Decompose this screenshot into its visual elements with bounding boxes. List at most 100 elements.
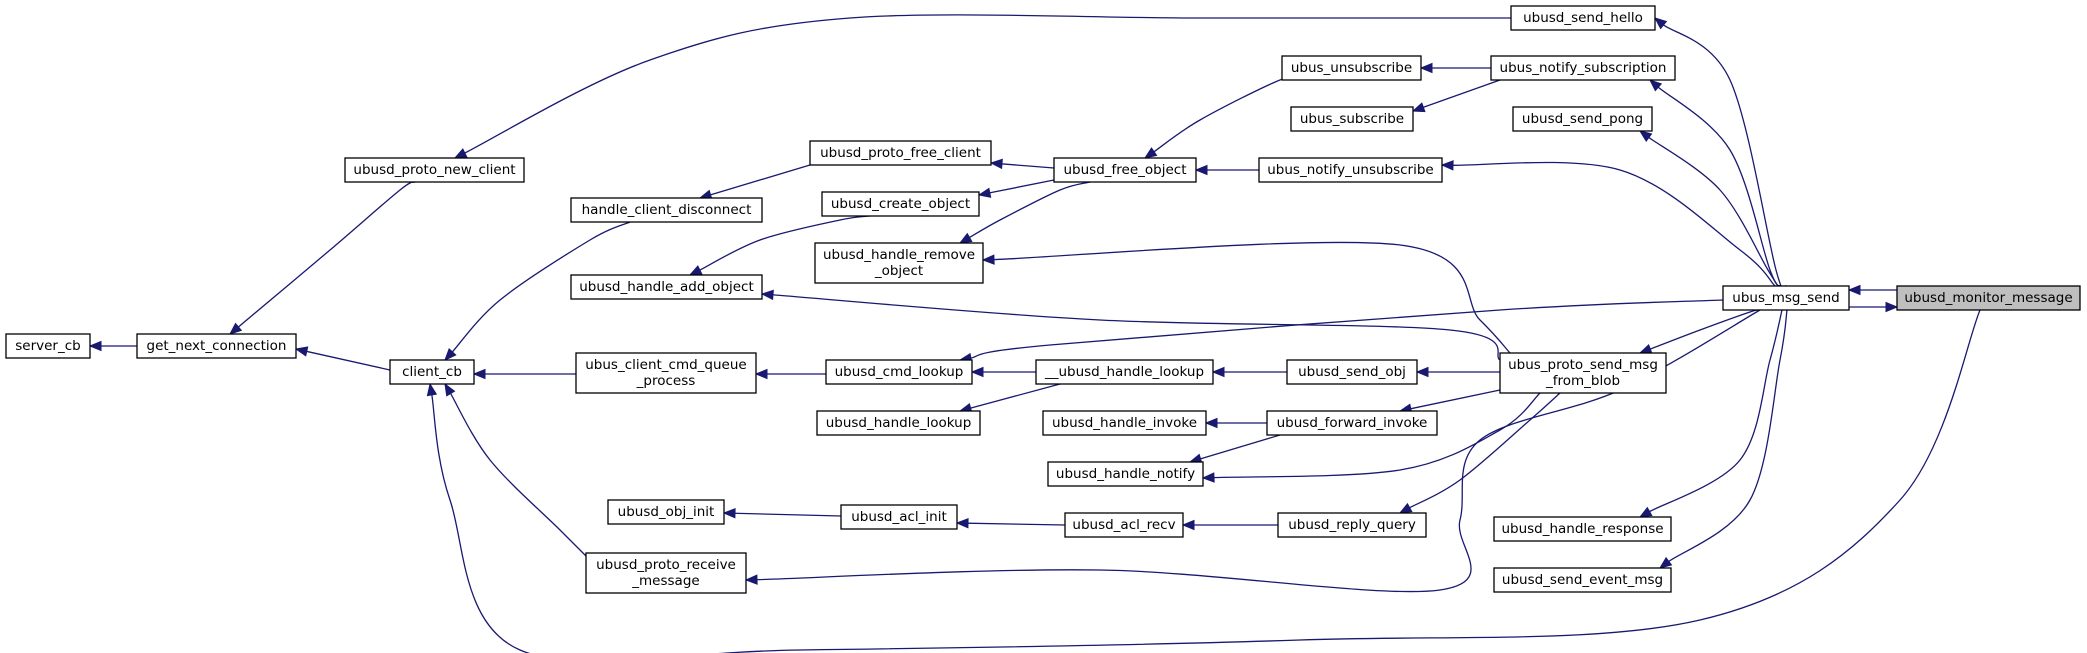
arrow-head-icon: [1411, 102, 1426, 113]
node-label: ubusd_proto_new_client: [353, 162, 515, 178]
node-ubusd_monitor_message[interactable]: ubusd_monitor_message: [1896, 285, 2081, 311]
node-ubusd_proto_free_client[interactable]: ubusd_proto_free_client: [809, 140, 992, 166]
edge-line: [237, 181, 416, 329]
node-ubus_unsubscribe[interactable]: ubus_unsubscribe: [1281, 55, 1422, 81]
node-ubusd_free_object[interactable]: ubusd_free_object: [1053, 157, 1197, 183]
arrow-head-icon: [426, 382, 438, 397]
arrow-head-icon: [444, 382, 456, 397]
node-label: server_cb: [15, 338, 80, 354]
node-ubusd_handle_response[interactable]: ubusd_handle_response: [1493, 516, 1672, 542]
node-box: [1499, 352, 1667, 394]
node-label: ubus_client_cmd_queue: [585, 357, 746, 373]
node-ubusd_proto_receive_message[interactable]: ubusd_proto_receive_message: [585, 552, 747, 594]
edge-line: [1667, 309, 1788, 563]
node-__ubusd_handle_lookup[interactable]: __ubusd_handle_lookup: [1035, 359, 1214, 385]
node-ubusd_send_obj[interactable]: ubusd_send_obj: [1286, 359, 1418, 385]
edge-ubusd_handle_add_object-to-ubus_proto_send_msg_from_blob: [760, 289, 1501, 361]
node-ubusd_acl_recv[interactable]: ubusd_acl_recv: [1064, 512, 1184, 538]
node-ubus_client_cmd_queue_process[interactable]: ubus_client_cmd_queue_process: [575, 352, 757, 394]
node-box: [1064, 512, 1184, 538]
edge-handle_client_disconnect-to-ubusd_proto_free_client: [698, 164, 811, 200]
edge-ubusd_free_object-to-ubus_notify_unsubscribe: [1194, 164, 1259, 176]
node-ubusd_handle_notify[interactable]: ubusd_handle_notify: [1047, 461, 1204, 487]
node-ubusd_handle_add_object[interactable]: ubusd_handle_add_object: [570, 274, 763, 300]
node-ubusd_cmd_lookup[interactable]: ubusd_cmd_lookup: [825, 359, 973, 385]
arrow-head-icon: [977, 187, 992, 198]
node-ubusd_send_hello[interactable]: ubusd_send_hello: [1510, 5, 1656, 31]
node-box: [5, 333, 91, 359]
node-label: _from_blob: [1545, 373, 1620, 389]
node-get_next_connection[interactable]: get_next_connection: [136, 333, 297, 359]
node-layer: ubusd_monitor_message ubus_msg_send ubusd_…: [5, 5, 2081, 594]
node-ubusd_proto_new_client[interactable]: ubusd_proto_new_client: [344, 157, 525, 183]
edge-line: [988, 179, 1055, 194]
edge-ubus_subscribe-to-ubus_notify_subscription: [1411, 79, 1501, 113]
arrow-head-icon: [444, 347, 457, 361]
node-box: [809, 140, 992, 166]
edge-ubusd_proto_new_client-to-ubusd_send_hello: [453, 14, 1511, 159]
edge-line: [431, 309, 1981, 653]
node-box: [607, 499, 725, 525]
node-ubusd_handle_lookup[interactable]: ubusd_handle_lookup: [816, 410, 981, 436]
node-box: [821, 191, 980, 217]
node-box: [1286, 359, 1418, 385]
node-label: ubusd_handle_invoke: [1052, 415, 1197, 431]
edge-line: [1212, 392, 1541, 479]
node-ubusd_send_pong[interactable]: ubusd_send_pong: [1512, 106, 1653, 132]
edge-client_cb-to-ubusd_proto_receive_message: [444, 382, 591, 561]
edge-line: [449, 392, 591, 561]
node-ubus_msg_send[interactable]: ubus_msg_send: [1722, 285, 1850, 311]
arrow-head-icon: [1658, 556, 1673, 569]
node-ubus_notify_subscription[interactable]: ubus_notify_subscription: [1490, 55, 1676, 81]
node-label: ubusd_handle_remove: [823, 247, 975, 263]
arrow-head-icon: [981, 254, 995, 265]
node-handle_client_disconnect[interactable]: handle_client_disconnect: [570, 197, 763, 223]
edge-layer: [88, 14, 1981, 653]
node-box: [1722, 285, 1850, 311]
node-label: ubusd_send_pong: [1522, 111, 1643, 127]
edge-line: [1152, 76, 1301, 153]
node-ubusd_obj_init[interactable]: ubusd_obj_init: [607, 499, 725, 525]
node-ubusd_create_object[interactable]: ubusd_create_object: [821, 191, 980, 217]
node-ubusd_handle_remove_object[interactable]: ubusd_handle_remove_object: [814, 242, 984, 284]
node-label: _process: [636, 373, 696, 389]
node-box: [585, 552, 747, 594]
node-ubus_subscribe[interactable]: ubus_subscribe: [1290, 106, 1414, 132]
node-box: [1281, 55, 1422, 81]
node-ubusd_send_event_msg[interactable]: ubusd_send_event_msg: [1493, 567, 1672, 593]
arrow-head-icon: [1638, 506, 1653, 518]
node-box: [1258, 157, 1443, 183]
arrow-head-icon: [1143, 147, 1158, 159]
node-box: [136, 333, 297, 359]
edge-ubusd_proto_free_client-to-ubusd_free_object: [989, 158, 1055, 170]
node-label: get_next_connection: [147, 338, 287, 354]
node-client_cb[interactable]: client_cb: [389, 359, 475, 385]
node-ubus_proto_send_msg_from_blob[interactable]: ubus_proto_send_msg_from_blob: [1499, 352, 1667, 394]
edge-line: [451, 221, 631, 354]
node-label: ubusd_send_obj: [1298, 364, 1406, 380]
node-box: [1266, 410, 1438, 436]
node-ubusd_reply_query[interactable]: ubusd_reply_query: [1277, 512, 1427, 538]
arrow-head-icon: [1847, 284, 1861, 296]
edge-ubusd_send_obj-to-ubus_proto_send_msg_from_blob: [1415, 366, 1500, 378]
node-ubusd_handle_invoke[interactable]: ubusd_handle_invoke: [1042, 410, 1207, 436]
node-box: [1493, 567, 1672, 593]
edge-ubusd_handle_remove_object-to-ubusd_free_object: [958, 181, 1091, 244]
node-ubus_notify_unsubscribe[interactable]: ubus_notify_unsubscribe: [1258, 157, 1443, 183]
edge-line: [1451, 161, 1776, 287]
node-label: __ubusd_handle_lookup: [1044, 364, 1204, 380]
node-ubusd_forward_invoke[interactable]: ubusd_forward_invoke: [1266, 410, 1438, 436]
node-box: [1493, 516, 1672, 542]
node-box: [1490, 55, 1676, 81]
edge-__ubusd_handle_lookup-to-ubusd_send_obj: [1211, 366, 1287, 378]
edge-ubusd_handle_notify-to-ubus_proto_send_msg_from_blob: [1201, 392, 1541, 483]
node-server_cb[interactable]: server_cb: [5, 333, 91, 359]
node-label: ubus_unsubscribe: [1291, 60, 1412, 76]
edge-line: [1662, 23, 1787, 291]
edge-line: [733, 512, 842, 517]
arrow-head-icon: [688, 265, 703, 276]
node-ubusd_acl_init[interactable]: ubusd_acl_init: [840, 504, 958, 530]
node-label: ubusd_create_object: [831, 196, 970, 212]
arrow-head-icon: [1181, 519, 1195, 531]
node-box: [570, 274, 763, 300]
